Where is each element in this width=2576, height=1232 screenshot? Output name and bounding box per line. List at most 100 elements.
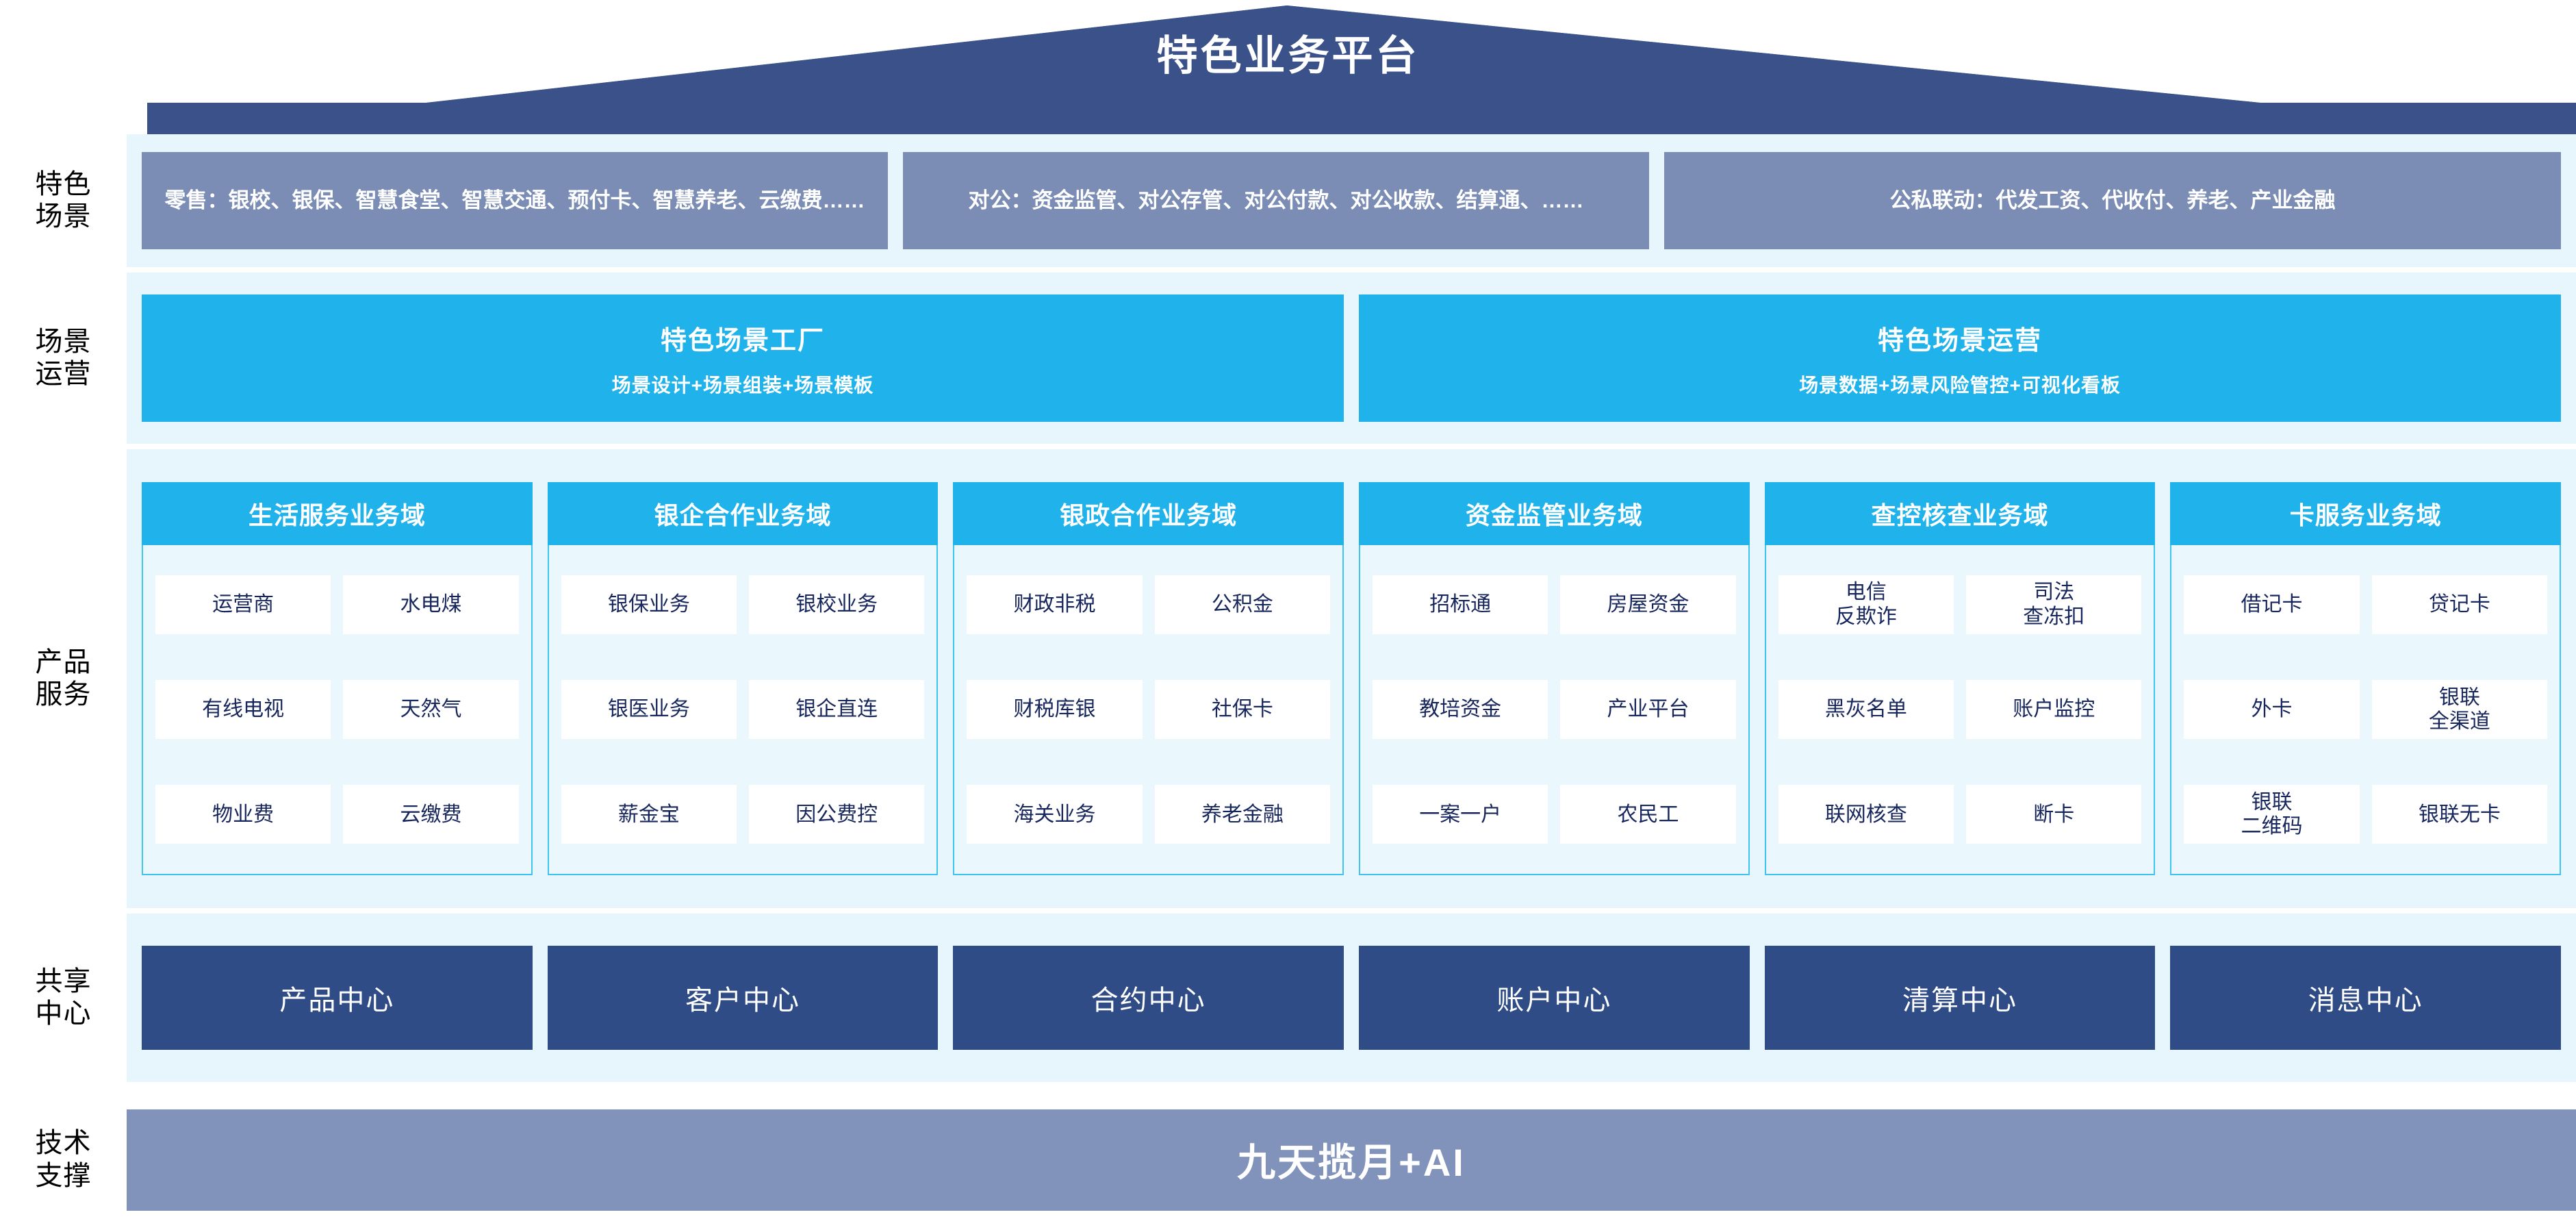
shared-center-account[interactable]: 账户中心 [1359,946,1750,1050]
product-services-panel: 生活服务业务域 运营商 水电煤 有线电视 天然气 物业费 云缴费 银企合作业务域 [127,449,2576,908]
domain-cell[interactable]: 产业平台 [1560,679,1736,739]
domain-cell[interactable]: 财政非税 [967,575,1143,634]
domain-cell[interactable]: 因公费控 [749,785,925,844]
domain-cell-grid: 银保业务 银校业务 银医业务 银企直连 薪金宝 因公费控 [547,545,939,875]
technology-support-panel: 九天揽月+AI [127,1088,2576,1232]
domain-cell[interactable]: 银联无卡 [2371,785,2548,844]
row-label-featured-scenarios: 特色 场景 [35,168,92,231]
shared-center-settlement[interactable]: 清算中心 [1764,946,2156,1050]
domain-cell[interactable]: 一案一户 [1373,785,1548,844]
scenario-operations-panel: 特色场景工厂 场景设计+场景组装+场景模板 特色场景运营 场景数据+场景风险管控… [127,273,2576,444]
domain-cell[interactable]: 教培资金 [1373,679,1548,739]
domain-cell[interactable]: 物业费 [155,785,331,844]
domain-cell[interactable]: 公积金 [1154,575,1331,634]
domain-cell[interactable]: 银联 二维码 [2184,785,2360,844]
domain-cell[interactable]: 农民工 [1560,785,1736,844]
domain-cell[interactable]: 黑灰名单 [1778,679,1954,739]
domain-cell[interactable]: 社保卡 [1154,679,1331,739]
domain-column-bank-enterprise: 银企合作业务域 银保业务 银校业务 银医业务 银企直连 薪金宝 因公费控 [547,482,939,875]
domain-cell[interactable]: 水电煤 [343,575,519,634]
domain-cell-row: 银保业务 银校业务 [561,575,925,634]
ops-box-scene-operation[interactable]: 特色场景运营 场景数据+场景风险管控+可视化看板 [1359,294,2561,422]
domain-cell-row: 电信 反欺诈 司法 查冻扣 [1778,575,2142,634]
domain-column-bank-government: 银政合作业务域 财政非税 公积金 财税库银 社保卡 海关业务 养老金融 [953,482,1344,875]
domain-cell[interactable]: 养老金融 [1154,785,1331,844]
domain-cell-row: 一案一户 农民工 [1373,785,1736,844]
domain-cell[interactable]: 薪金宝 [561,785,737,844]
layer-featured-scenarios: 特色 场景 零售：银校、银保、智慧食堂、智慧交通、预付卡、智慧养老、云缴费…… … [0,134,2576,267]
domain-header[interactable]: 资金监管业务域 [1359,482,1750,545]
domain-cell[interactable]: 运营商 [155,575,331,634]
scenario-box-corporate[interactable]: 对公：资金监管、对公存管、对公付款、对公收款、结算通、…… [903,152,1649,249]
domain-cell-row: 黑灰名单 账户监控 [1778,679,2142,739]
domain-cell-grid: 借记卡 贷记卡 外卡 银联 全渠道 银联 二维码 银联无卡 [2170,545,2562,875]
domain-cell-grid: 财政非税 公积金 财税库银 社保卡 海关业务 养老金融 [953,545,1344,875]
shared-centers-panel: 产品中心 客户中心 合约中心 账户中心 清算中心 消息中心 [127,914,2576,1082]
domain-cell-row: 联网核查 断卡 [1778,785,2142,844]
ops-box-scene-factory[interactable]: 特色场景工厂 场景设计+场景组装+场景模板 [142,294,1344,422]
layer-shared-centers: 共享 中心 产品中心 客户中心 合约中心 账户中心 清算中心 消息中心 [0,914,2576,1082]
scenario-box-retail[interactable]: 零售：银校、银保、智慧食堂、智慧交通、预付卡、智慧养老、云缴费…… [142,152,888,249]
domain-cell[interactable]: 银联 全渠道 [2371,679,2548,739]
domain-column-fund-supervision: 资金监管业务域 招标通 房屋资金 教培资金 产业平台 一案一户 农民工 [1359,482,1750,875]
domain-cell-row: 有线电视 天然气 [155,679,519,739]
domain-cell[interactable]: 有线电视 [155,679,331,739]
shared-center-customer[interactable]: 客户中心 [547,946,939,1050]
domain-cell-row: 运营商 水电煤 [155,575,519,634]
platform-roof-banner: 特色业务平台 [0,0,2576,134]
domain-cell[interactable]: 银校业务 [749,575,925,634]
domain-cell[interactable]: 借记卡 [2184,575,2360,634]
domain-header[interactable]: 银企合作业务域 [547,482,939,545]
page-title: 特色业务平台 [1156,33,1420,79]
layer-product-services: 产品 服务 生活服务业务域 运营商 水电煤 有线电视 天然气 物业费 云缴费 银 [0,449,2576,908]
domain-cell-row: 教培资金 产业平台 [1373,679,1736,739]
domain-cell[interactable]: 联网核查 [1778,785,1954,844]
scenario-box-public-private[interactable]: 公私联动：代发工资、代收付、养老、产业金融 [1664,152,2561,249]
domain-cell[interactable]: 招标通 [1373,575,1548,634]
domain-cell[interactable]: 账户监控 [1966,679,2142,739]
domain-cell[interactable]: 云缴费 [343,785,519,844]
domain-cell[interactable]: 断卡 [1966,785,2142,844]
domain-cell-row: 借记卡 贷记卡 [2184,575,2548,634]
shared-center-product[interactable]: 产品中心 [142,946,533,1050]
roof-shape-icon [147,5,2576,134]
layer-technology-support: 技术 支撑 九天揽月+AI [0,1088,2576,1232]
domain-cell[interactable]: 司法 查冻扣 [1966,575,2142,634]
domain-header[interactable]: 生活服务业务域 [142,482,533,545]
domain-cell[interactable]: 财税库银 [967,679,1143,739]
domain-header[interactable]: 银政合作业务域 [953,482,1344,545]
domain-cell-row: 外卡 银联 全渠道 [2184,679,2548,739]
ops-box-title: 特色场景工厂 [660,326,825,355]
shared-center-message[interactable]: 消息中心 [2170,946,2562,1050]
domain-cell[interactable]: 银保业务 [561,575,737,634]
domain-cell-row: 薪金宝 因公费控 [561,785,925,844]
ops-box-subtitle: 场景数据+场景风险管控+可视化看板 [1799,374,2121,396]
domain-cell-grid: 电信 反欺诈 司法 查冻扣 黑灰名单 账户监控 联网核查 断卡 [1764,545,2156,875]
domain-cell[interactable]: 贷记卡 [2371,575,2548,634]
domain-cell[interactable]: 外卡 [2184,679,2360,739]
domain-cell[interactable]: 银医业务 [561,679,737,739]
row-label-scenario-operations: 场景 运营 [35,326,92,389]
domain-header[interactable]: 卡服务业务域 [2170,482,2562,545]
domain-column-card-services: 卡服务业务域 借记卡 贷记卡 外卡 银联 全渠道 银联 二维码 银联无卡 [2170,482,2562,875]
domain-cell[interactable]: 海关业务 [967,785,1143,844]
domain-cell[interactable]: 天然气 [343,679,519,739]
domain-header[interactable]: 查控核查业务域 [1764,482,2156,545]
row-label-product-services: 产品 服务 [35,646,92,709]
layer-scenario-operations: 场景 运营 特色场景工厂 场景设计+场景组装+场景模板 特色场景运营 场景数据+… [0,273,2576,444]
domain-cell[interactable]: 银企直连 [749,679,925,739]
domain-cell-grid: 招标通 房屋资金 教培资金 产业平台 一案一户 农民工 [1359,545,1750,875]
ops-box-subtitle: 场景设计+场景组装+场景模板 [611,374,874,396]
technology-platform-bar[interactable]: 九天揽月+AI [127,1109,2576,1211]
domain-cell-row: 财政非税 公积金 [967,575,1331,634]
domain-cell[interactable]: 电信 反欺诈 [1778,575,1954,634]
domain-cell-row: 财税库银 社保卡 [967,679,1331,739]
domain-cell-row: 物业费 云缴费 [155,785,519,844]
shared-center-contract[interactable]: 合约中心 [953,946,1344,1050]
domain-column-life-services: 生活服务业务域 运营商 水电煤 有线电视 天然气 物业费 云缴费 [142,482,533,875]
domain-cell-row: 海关业务 养老金融 [967,785,1331,844]
row-label-shared-centers: 共享 中心 [35,966,92,1029]
domain-cell-row: 银医业务 银企直连 [561,679,925,739]
domain-cell[interactable]: 房屋资金 [1560,575,1736,634]
ops-box-title: 特色场景运营 [1877,326,2042,355]
